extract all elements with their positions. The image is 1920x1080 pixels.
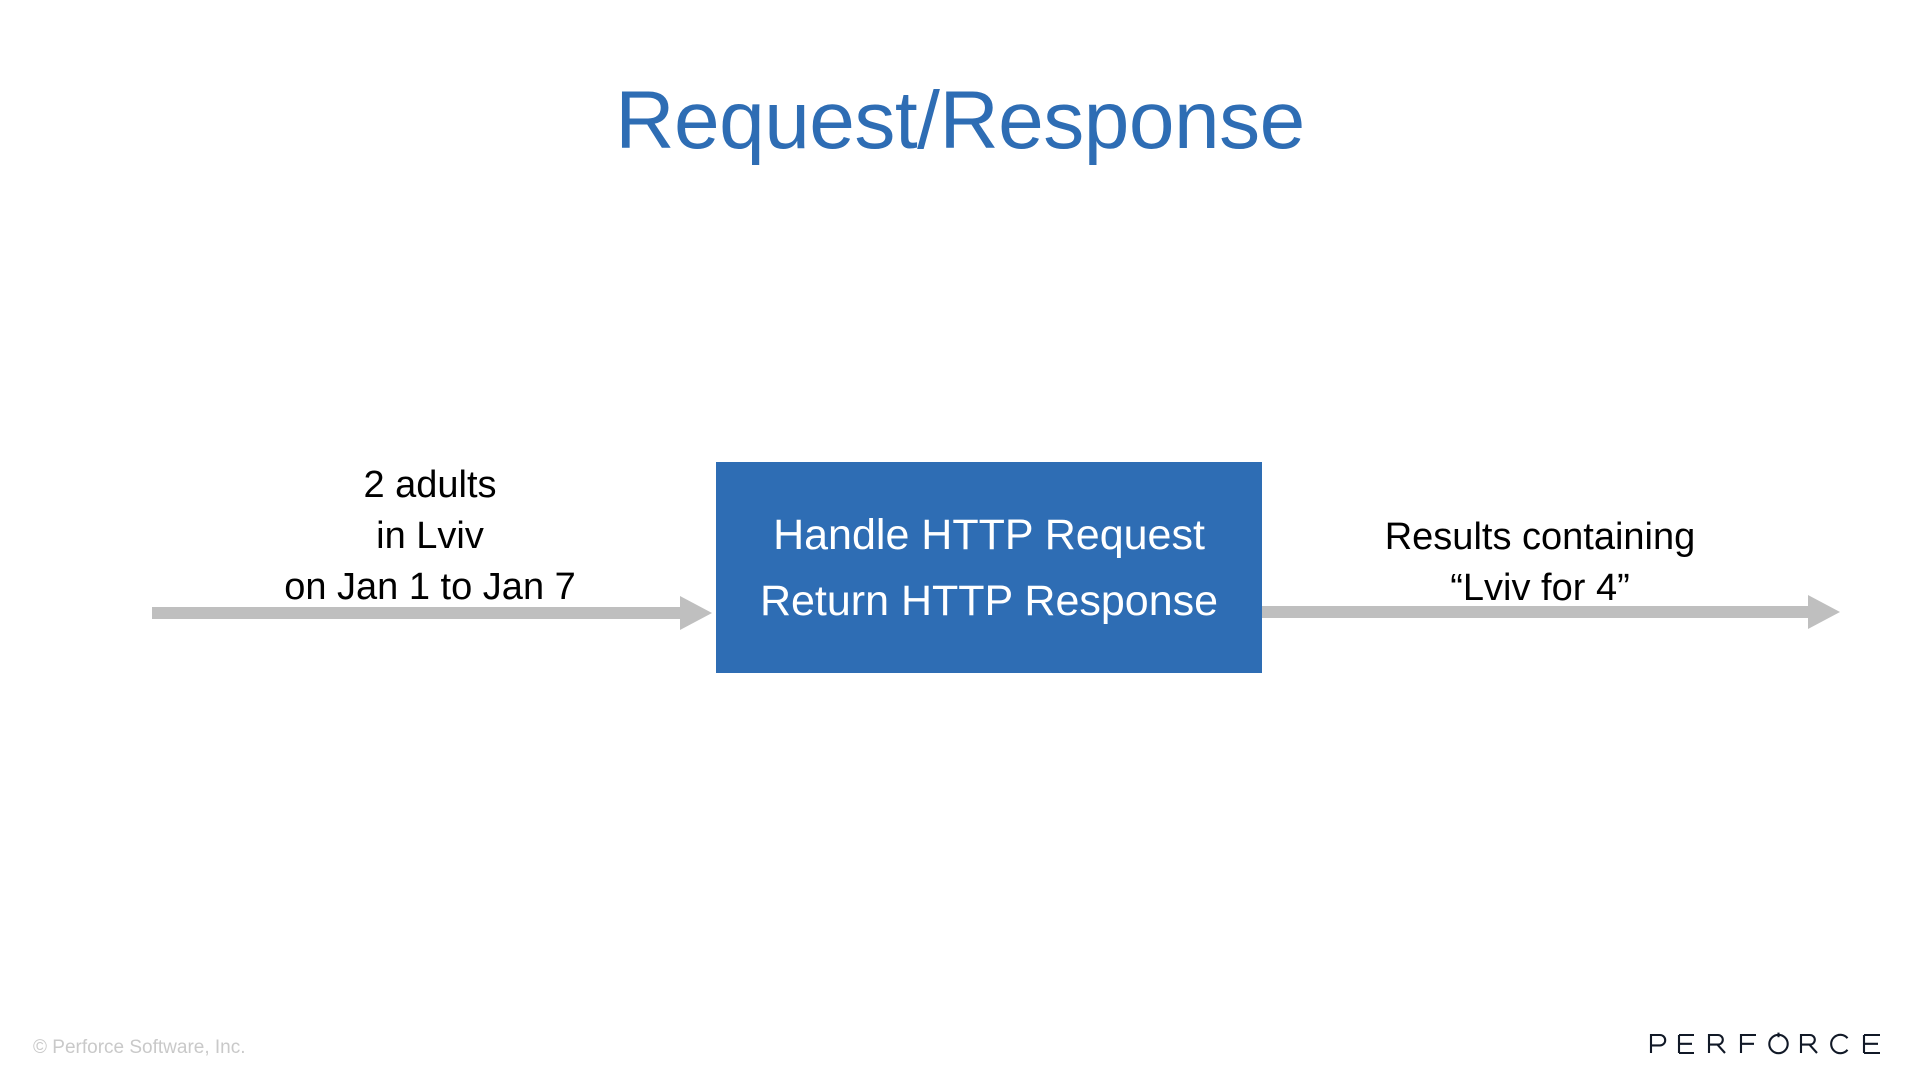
copyright-notice: © Perforce Software, Inc. <box>33 1037 246 1058</box>
request-label-line-2: in Lviv <box>376 515 484 557</box>
response-label-line-1: Results containing <box>1384 516 1696 558</box>
process-box-line-1: Handle HTTP Request <box>773 510 1205 559</box>
perforce-logo <box>1648 1029 1884 1059</box>
response-label-line-2: “Lviv for 4” <box>1450 567 1630 609</box>
process-box: Handle HTTP Request Return HTTP Response <box>716 462 1262 673</box>
perforce-wordmark-icon <box>1649 1032 1880 1055</box>
response-label: Results containing “Lviv for 4” <box>1310 512 1770 614</box>
request-label-line-1: 2 adults <box>363 464 497 506</box>
process-box-line-2: Return HTTP Response <box>759 576 1219 625</box>
request-label: 2 adults in Lviv on Jan 1 to Jan 7 <box>190 460 670 613</box>
request-label-line-3: on Jan 1 to Jan 7 <box>284 566 576 608</box>
page-title: Request/Response <box>615 75 1305 166</box>
